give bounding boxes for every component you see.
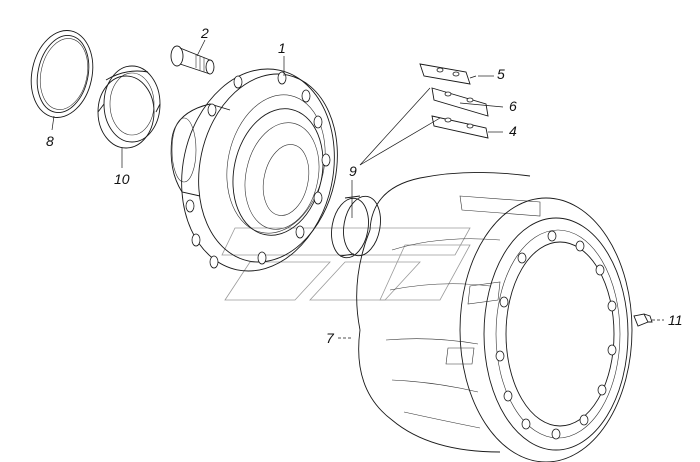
drum-bolt-holes (495, 230, 617, 440)
callout-10: 10 (114, 171, 130, 187)
part-11-screw (633, 313, 653, 327)
callout-4: 4 (509, 123, 517, 139)
part-4-lock-plate (431, 115, 489, 139)
part-2-wheel-bolt (170, 45, 215, 75)
leader-lines (51, 39, 664, 339)
callout-1: 1 (278, 40, 286, 56)
callout-2: 2 (200, 25, 209, 41)
callout-11: 11 (668, 312, 683, 328)
watermark-logo (221, 227, 471, 301)
callout-8: 8 (46, 133, 54, 149)
callout-9: 9 (349, 163, 357, 179)
callout-6: 6 (509, 98, 517, 114)
callout-5: 5 (497, 66, 505, 82)
part-7-brake-drum (356, 171, 633, 462)
callout-labels: 2 1 5 6 4 9 8 10 7 11 (46, 25, 683, 346)
callout-7: 7 (326, 330, 335, 346)
part-5-lock-plate (419, 63, 471, 85)
part-9-spacer (331, 195, 381, 259)
part-6-lock-plate (431, 87, 489, 117)
hub-bolt-holes (185, 71, 331, 269)
part-1-hub (170, 68, 338, 272)
part-8-snap-ring (30, 30, 94, 118)
part-10-bearing-race (97, 65, 161, 149)
